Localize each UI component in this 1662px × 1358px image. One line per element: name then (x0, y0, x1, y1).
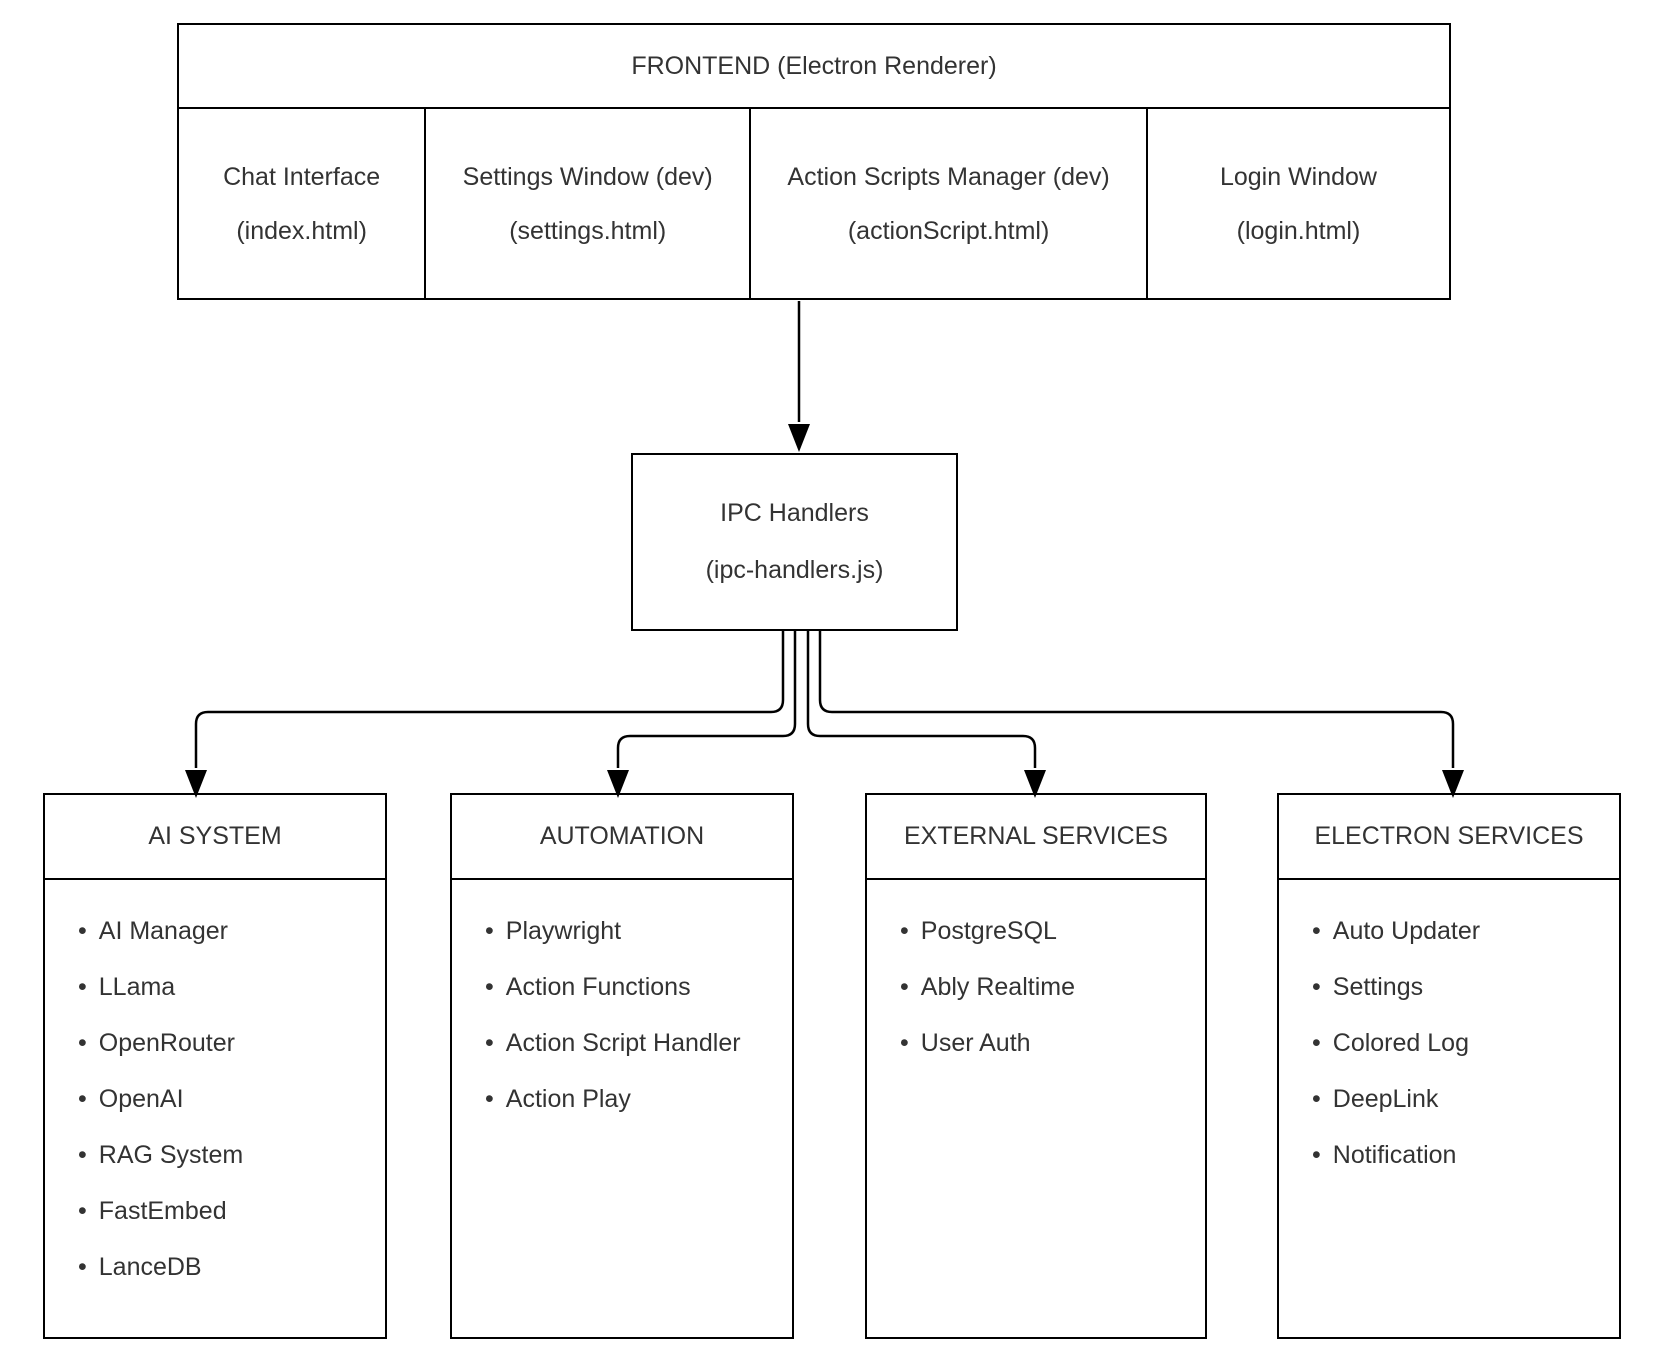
cell-label-line2: (login.html) (1236, 217, 1361, 245)
list-item: Action Script Handler (485, 1015, 786, 1071)
ipc-label-line1: IPC Handlers (720, 499, 869, 527)
cell-label-line1: Chat Interface (223, 163, 381, 191)
edge-ipc-to-external-services (806, 631, 1037, 768)
list-item: Action Play (485, 1071, 786, 1127)
cell-label-line2: (index.html) (236, 217, 367, 245)
list-item: Notification (1312, 1127, 1613, 1183)
list-item: Colored Log (1312, 1015, 1613, 1071)
group-title: AI SYSTEM (45, 795, 385, 880)
list-item: FastEmbed (78, 1183, 379, 1239)
list-item: DeepLink (1312, 1071, 1613, 1127)
group-box-electron-services: ELECTRON SERVICES Auto Updater Settings … (1277, 793, 1621, 1339)
list-item: Settings (1312, 959, 1613, 1015)
list-item: Ably Realtime (900, 959, 1199, 1015)
group-item-list: Playwright Action Functions Action Scrip… (452, 903, 792, 1127)
cell-label-line2: (settings.html) (509, 217, 667, 245)
frontend-cell-login-window: Login Window (login.html) (1145, 109, 1449, 299)
group-box-external-services: EXTERNAL SERVICES PostgreSQL Ably Realti… (865, 793, 1207, 1339)
frontend-cell-chat-interface: Chat Interface (index.html) (179, 109, 424, 299)
arrowhead-ipc (788, 424, 810, 452)
group-title: AUTOMATION (452, 795, 792, 880)
group-title: ELECTRON SERVICES (1279, 795, 1619, 880)
ipc-label-line2: (ipc-handlers.js) (705, 556, 884, 584)
frontend-box: FRONTEND (Electron Renderer) Chat Interf… (177, 23, 1451, 300)
frontend-cell-action-scripts-manager: Action Scripts Manager (dev) (actionScri… (749, 109, 1146, 299)
cell-label-line2: (actionScript.html) (847, 217, 1050, 245)
list-item: OpenAI (78, 1071, 379, 1127)
cell-label-line1: Action Scripts Manager (dev) (787, 163, 1110, 191)
list-item: LLama (78, 959, 379, 1015)
list-item: AI Manager (78, 903, 379, 959)
list-item: Playwright (485, 903, 786, 959)
list-item: PostgreSQL (900, 903, 1199, 959)
list-item: OpenRouter (78, 1015, 379, 1071)
list-item: RAG System (78, 1127, 379, 1183)
frontend-cell-settings-window: Settings Window (dev) (settings.html) (424, 109, 749, 299)
group-item-list: PostgreSQL Ably Realtime User Auth (867, 903, 1205, 1071)
edge-ipc-to-ai-system (194, 631, 785, 768)
group-box-automation: AUTOMATION Playwright Action Functions A… (450, 793, 794, 1339)
group-item-list: AI Manager LLama OpenRouter OpenAI RAG S… (45, 903, 385, 1295)
ipc-handlers-box: IPC Handlers (ipc-handlers.js) (631, 453, 958, 631)
cell-label-line1: Login Window (1219, 163, 1377, 191)
edge-ipc-to-electron-services (818, 631, 1455, 768)
list-item: Auto Updater (1312, 903, 1613, 959)
group-title: EXTERNAL SERVICES (867, 795, 1205, 880)
cell-label-line1: Settings Window (dev) (462, 163, 713, 191)
list-item: LanceDB (78, 1239, 379, 1295)
group-box-ai-system: AI SYSTEM AI Manager LLama OpenRouter Op… (43, 793, 387, 1339)
list-item: Action Functions (485, 959, 786, 1015)
group-item-list: Auto Updater Settings Colored Log DeepLi… (1279, 903, 1619, 1183)
list-item: User Auth (900, 1015, 1199, 1071)
frontend-title: FRONTEND (Electron Renderer) (179, 25, 1449, 109)
frontend-cells: Chat Interface (index.html) Settings Win… (179, 109, 1449, 299)
edge-ipc-to-automation (616, 631, 797, 768)
